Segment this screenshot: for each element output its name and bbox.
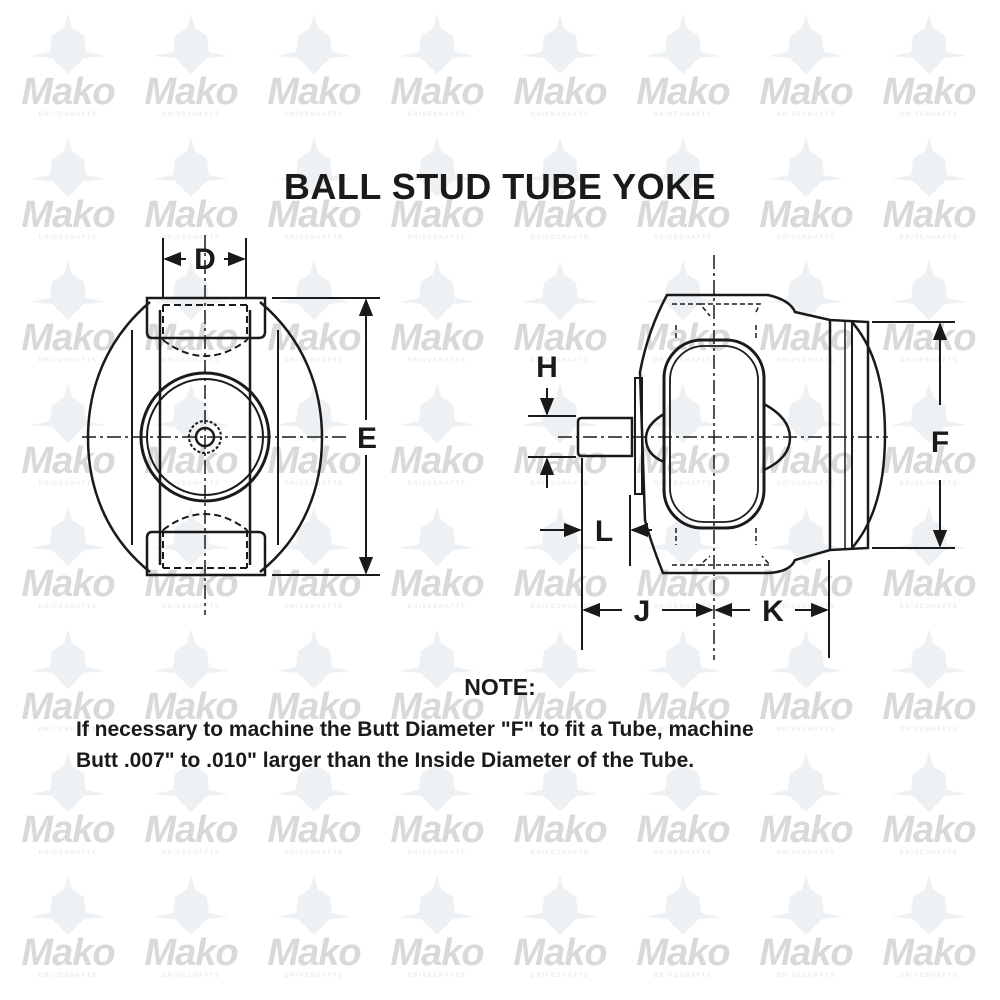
dimension-label-d: D (194, 243, 216, 276)
dimension-label-k: K (762, 595, 784, 628)
dimension-label-j: J (634, 595, 651, 628)
dimension-label-h: H (536, 351, 558, 384)
dimension-label-f: F (931, 426, 949, 459)
dimension-label-l: L (595, 515, 613, 548)
note-line-2: Butt .007" to .010" larger than the Insi… (76, 749, 695, 772)
note-line-1: If necessary to machine the Butt Diamete… (76, 718, 754, 741)
note-body: If necessary to machine the Butt Diamete… (76, 714, 976, 776)
dimension-label-e: E (357, 422, 377, 455)
diagram-title: BALL STUD TUBE YOKE (283, 166, 717, 207)
end-view (82, 235, 380, 615)
side-view (528, 255, 955, 660)
note-title: NOTE: (464, 674, 536, 700)
